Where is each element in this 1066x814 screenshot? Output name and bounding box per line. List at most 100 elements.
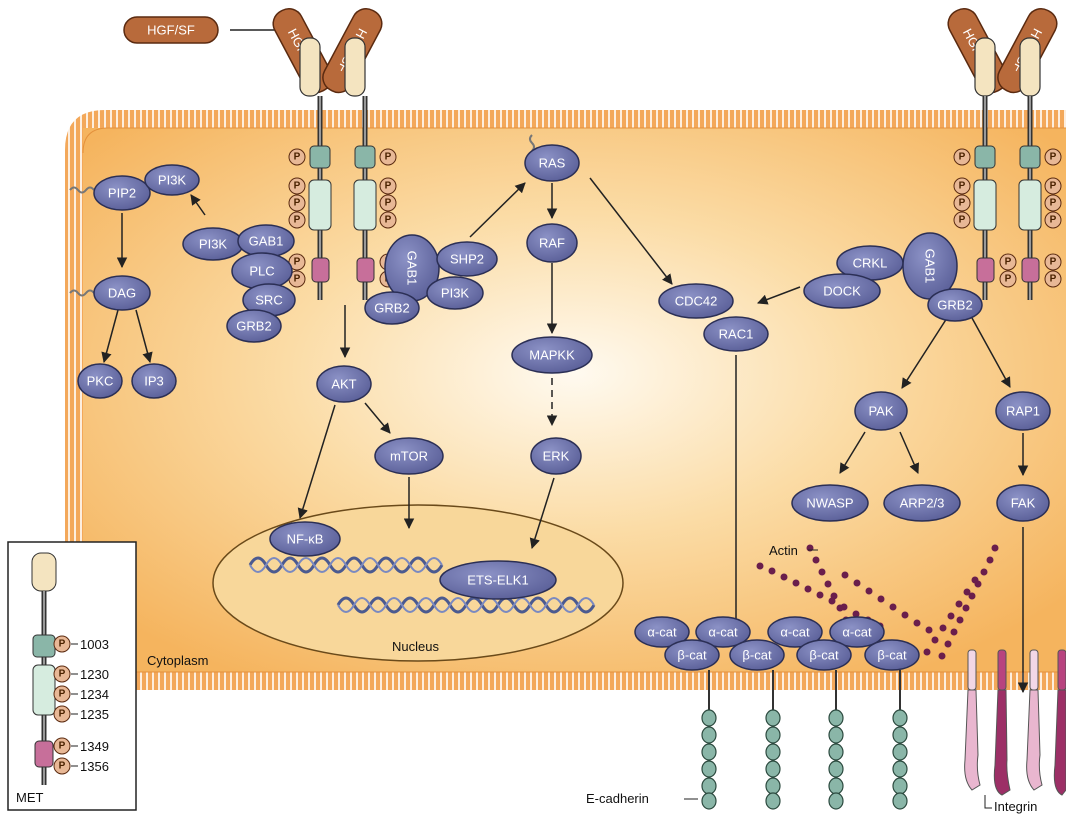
svg-text:P: P [294,152,301,163]
node-ets-elk1: ETS-ELK1 [439,560,557,600]
node-fak: FAK [996,484,1050,522]
met-inset-title: MET [16,790,44,805]
beta-catenin: β-cat [729,639,785,671]
svg-text:MAPKK: MAPKK [529,348,575,363]
svg-text:P: P [294,215,301,226]
svg-text:P: P [1050,215,1057,226]
node-pi3k-top: PI3K [144,164,200,196]
node-arp23: ARP2/3 [883,484,961,522]
svg-text:AKT: AKT [331,377,356,392]
svg-text:P: P [294,274,301,285]
node-nwasp: NWASP [791,484,869,522]
svg-text:P: P [1005,274,1012,285]
svg-text:RAC1: RAC1 [719,327,754,342]
node-gab1-left: GAB1 [237,224,295,258]
node-grb2-right: GRB2 [927,288,983,322]
node-nfkb: NF-κB [269,521,341,557]
svg-text:P: P [385,198,392,209]
svg-text:1230: 1230 [80,667,109,682]
svg-text:NWASP: NWASP [806,496,853,511]
svg-text:P: P [294,198,301,209]
svg-text:PI3K: PI3K [158,173,187,188]
node-plc: PLC [231,252,293,290]
alpha-catenin: α-cat [829,616,885,648]
svg-text:ERK: ERK [543,449,570,464]
svg-text:α-cat: α-cat [708,625,738,640]
node-ip3: IP3 [131,363,177,399]
node-raf: RAF [526,223,578,263]
svg-text:1356: 1356 [80,759,109,774]
svg-text:GRB2: GRB2 [236,319,271,334]
svg-text:P: P [1050,274,1057,285]
node-pak: PAK [854,391,908,431]
node-dock: DOCK [803,273,881,309]
svg-text:β-cat: β-cat [742,648,772,663]
node-pi3k-mid: PI3K [426,276,484,310]
node-grb2-mid: GRB2 [364,291,420,325]
svg-text:NF-κB: NF-κB [287,532,324,547]
svg-text:GRB2: GRB2 [374,301,409,316]
svg-text:α-cat: α-cat [780,625,810,640]
svg-text:mTOR: mTOR [390,449,428,464]
node-pkc: PKC [77,363,123,399]
integrins: Integrin [964,649,1066,814]
nucleus: Nucleus [212,504,624,662]
e-cadherin-chains: E-cadherin [586,670,908,810]
svg-text:P: P [59,709,66,720]
svg-text:α-cat: α-cat [842,625,872,640]
svg-text:P: P [1050,152,1057,163]
node-crkl: CRKL [836,245,904,281]
svg-text:GAB1: GAB1 [405,251,420,286]
svg-text:P: P [294,181,301,192]
beta-catenin: β-cat [864,639,920,671]
pathway-arrows [101,177,1029,694]
svg-text:P: P [385,181,392,192]
node-rap1: RAP1 [995,391,1051,431]
svg-text:P: P [959,215,966,226]
svg-text:P: P [385,152,392,163]
svg-text:IP3: IP3 [144,374,164,389]
svg-text:P: P [294,257,301,268]
node-pi3k-left: PI3K [182,227,244,261]
svg-text:ARP2/3: ARP2/3 [900,496,945,511]
svg-text:PI3K: PI3K [199,237,228,252]
lipid-tails [69,134,535,297]
phospho-sites-right: P P P P P P P P P P P P [953,148,1062,288]
actin-filaments: Actin [756,543,999,660]
svg-text:1349: 1349 [80,739,109,754]
integrin-label: Integrin [994,799,1037,814]
svg-text:SRC: SRC [255,293,282,308]
node-rac1: RAC1 [703,316,769,352]
beta-catenin: β-cat [664,639,720,671]
node-akt: AKT [316,365,372,403]
node-erk: ERK [530,437,582,475]
svg-text:P: P [959,181,966,192]
node-shp2: SHP2 [436,241,498,277]
svg-text:PKC: PKC [87,374,114,389]
svg-text:β-cat: β-cat [677,648,707,663]
svg-text:P: P [1050,257,1057,268]
svg-text:CDC42: CDC42 [675,294,718,309]
svg-text:RAS: RAS [539,156,566,171]
signaling-nodes: PIP2 PI3K DAG PKC IP3 PI3K GAB1 PLC SRC … [77,144,1051,600]
beta-catenin: β-cat [796,639,852,671]
svg-text:PIP2: PIP2 [108,186,136,201]
met-receptor-right: HGF/SF HGF/SF P P P P P P P P P P P [947,7,1062,300]
svg-text:P: P [959,198,966,209]
svg-text:P: P [59,639,66,650]
svg-text:β-cat: β-cat [877,648,907,663]
actin-label: Actin [769,543,798,558]
node-gab1-right: GAB1 [902,232,958,300]
svg-text:1003: 1003 [80,637,109,652]
cytoplasm-label: Cytoplasm [147,653,208,668]
node-mapkk: MAPKK [511,336,593,374]
svg-text:P: P [1050,198,1057,209]
svg-text:PI3K: PI3K [441,286,470,301]
nucleus-label: Nucleus [392,639,439,654]
svg-text:DOCK: DOCK [823,284,861,299]
